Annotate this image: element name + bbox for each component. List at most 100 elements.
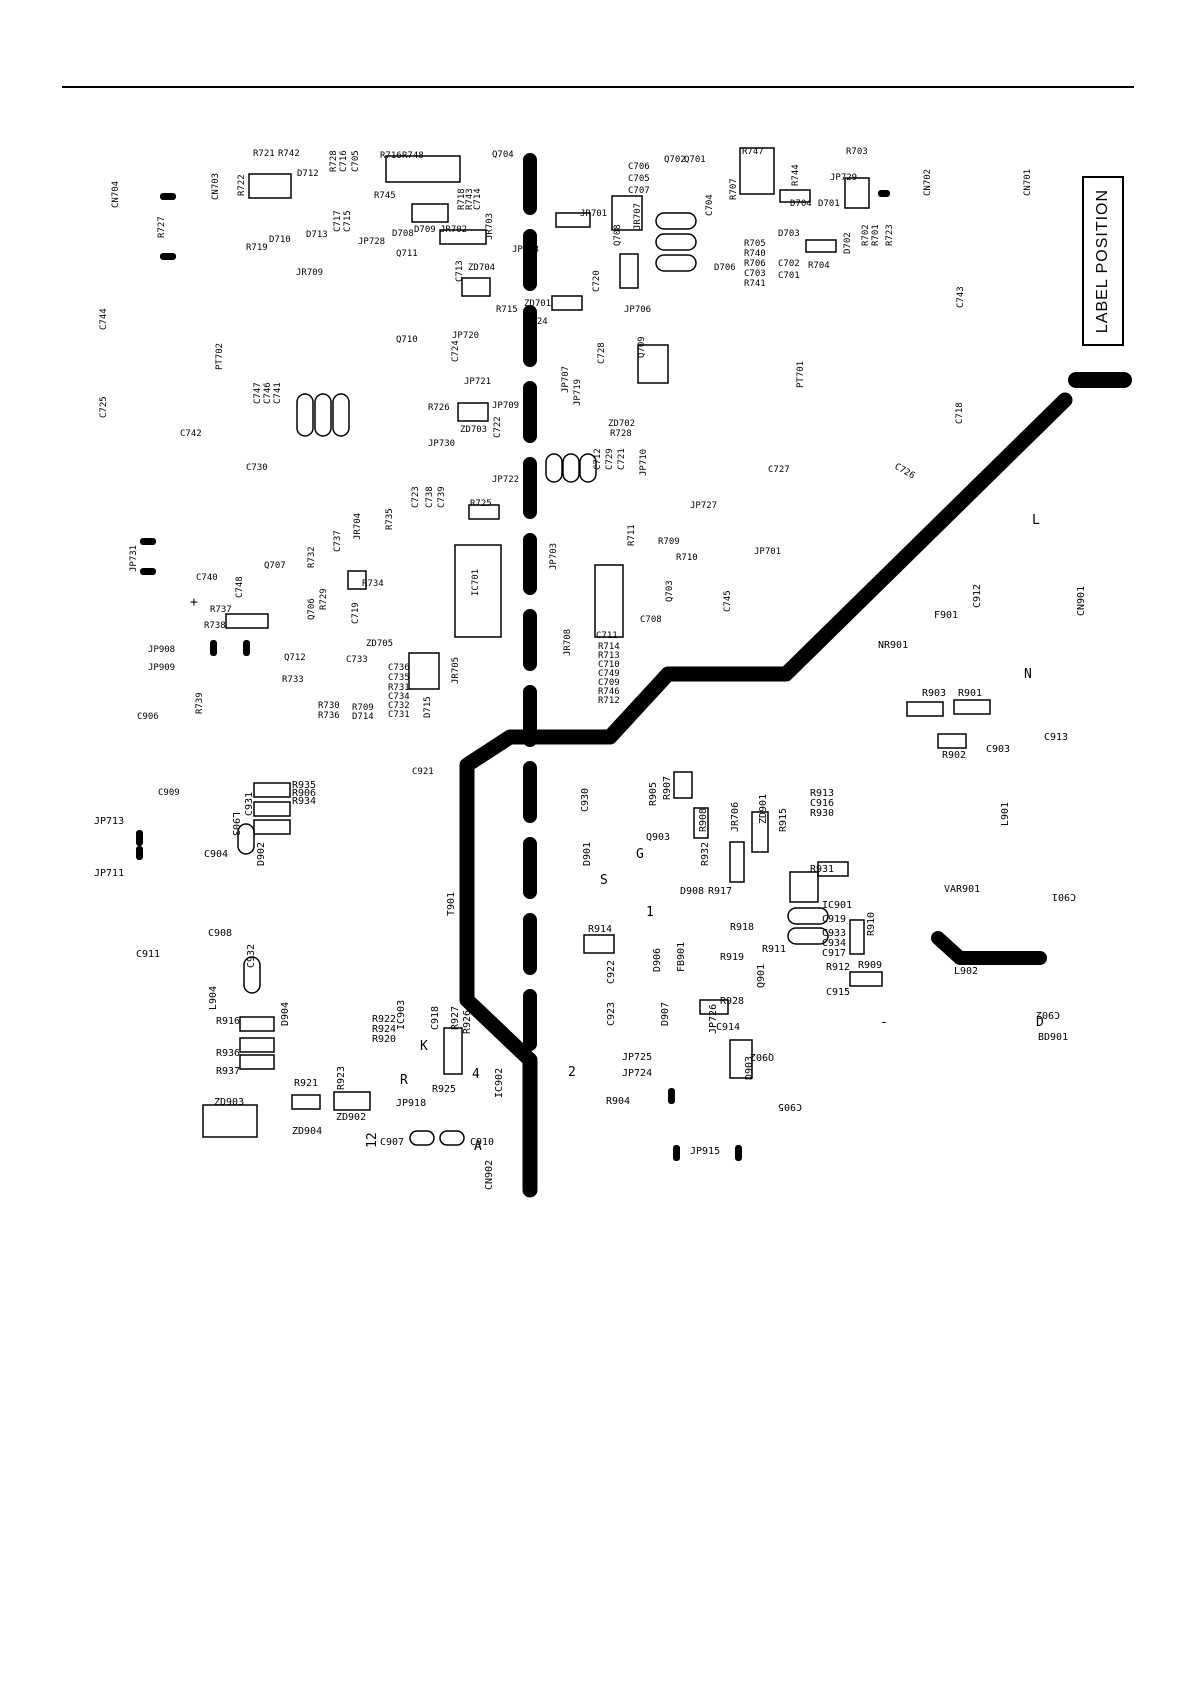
component-label-upper-135: C731	[388, 710, 410, 720]
component-label-upper-37: JP721	[464, 377, 491, 387]
component-label-upper-17: C715	[343, 210, 353, 232]
component-label-lower-32: C910	[470, 1137, 494, 1148]
component-label-lower-72: R928	[720, 996, 744, 1007]
component-label-lower-63: R914	[588, 924, 612, 935]
component-label-upper-34: Q710	[396, 335, 418, 345]
component-label-lower-77: JP724	[622, 1068, 652, 1079]
component-label-upper-32: C713	[455, 260, 465, 282]
component-label-upper-21: R745	[374, 191, 396, 201]
component-label-upper-79: R704	[808, 261, 830, 271]
component-label-lower-90: L901	[1000, 802, 1011, 826]
component-label-lower-61: R909	[858, 960, 882, 971]
component-label-upper-23: D709	[414, 225, 436, 235]
component-labels-lower: JP713JP711C931R935R906R934C904L903D902C9…	[94, 584, 1087, 1190]
component-label-lower-9: C908	[208, 928, 232, 939]
component-label-lower-92: C901	[1052, 891, 1076, 902]
component-label-lower-17: ZD903	[214, 1097, 244, 1108]
component-label-upper-137: JR705	[451, 657, 461, 684]
component-label-lower-7: L903	[230, 812, 241, 836]
component-label-upper-25: Q711	[396, 249, 418, 259]
component-label-upper-49: JP706	[624, 305, 651, 315]
component-label-lower-79: C905	[778, 1101, 802, 1112]
component-label-upper-48: R724	[526, 317, 548, 327]
component-label-lower-16: R937	[216, 1066, 240, 1077]
component-label-upper-5: R721	[253, 149, 275, 159]
component-label-lower-91: VAR901	[944, 884, 980, 895]
component-label-lower-85: R903	[922, 688, 946, 699]
component-label-upper-157: R739	[195, 692, 205, 714]
component-label-upper-52: C728	[597, 342, 607, 364]
component-label-lower-81: F901	[934, 610, 958, 621]
component-label-upper-41: JP730	[428, 439, 455, 449]
component-label-upper-114: R729	[319, 588, 329, 610]
board-mark-0: L	[1032, 513, 1040, 528]
component-label-upper-109: C740	[196, 573, 218, 583]
component-label-lower-8: D902	[256, 842, 267, 866]
component-label-lower-87: R902	[942, 750, 966, 761]
component-label-lower-69: D907	[660, 1002, 671, 1026]
component-label-lower-94: C902	[1036, 1009, 1060, 1020]
component-label-upper-149: C710	[598, 660, 620, 670]
component-label-upper-143: R710	[676, 553, 698, 563]
component-label-lower-38: R905	[648, 782, 659, 806]
component-label-upper-78: C701	[778, 271, 800, 281]
component-label-upper-148: R713	[598, 651, 620, 661]
isolation-trace	[459, 153, 1132, 1198]
component-label-upper-81: D704	[790, 199, 812, 209]
component-label-lower-19: R921	[294, 1078, 318, 1089]
component-label-lower-3: R935	[292, 780, 316, 791]
component-label-upper-6: R742	[278, 149, 300, 159]
component-label-upper-12: JR709	[296, 268, 323, 278]
component-label-lower-4: R906	[292, 788, 316, 799]
component-label-upper-147: R714	[598, 642, 620, 652]
component-label-lower-28: R926	[462, 1010, 473, 1034]
board-mark-6: G	[636, 847, 644, 862]
component-label-upper-134: C732	[388, 701, 410, 711]
component-label-upper-133: C734	[388, 692, 410, 702]
component-label-lower-58: R918	[730, 922, 754, 933]
component-label-lower-46: R930	[810, 808, 834, 819]
board-mark-12: K	[420, 1039, 428, 1054]
component-label-upper-58: C729	[605, 448, 615, 470]
component-label-lower-12: L904	[208, 986, 219, 1010]
component-label-lower-78: R904	[606, 1096, 630, 1107]
header-rule	[62, 86, 1134, 88]
component-label-lower-10: C911	[136, 949, 160, 960]
component-label-upper-73: R741	[744, 279, 766, 289]
component-label-upper-76: D703	[778, 229, 800, 239]
component-label-upper-30: JR703	[485, 213, 495, 240]
component-label-upper-130: C736	[388, 663, 410, 673]
component-label-upper-129: D714	[352, 712, 374, 722]
component-label-lower-44: R913	[810, 788, 834, 799]
component-label-upper-47: Q708	[613, 224, 623, 246]
component-label-upper-51: JP719	[573, 379, 583, 406]
component-label-upper-7: R722	[237, 174, 247, 196]
component-label-lower-74: Q902	[750, 1051, 774, 1062]
component-label-upper-88: CN702	[923, 169, 933, 196]
component-label-upper-93: C727	[768, 465, 790, 475]
component-label-lower-76: JP725	[622, 1052, 652, 1063]
component-label-upper-91: PT701	[796, 361, 806, 388]
component-label-upper-3: C725	[99, 396, 109, 418]
component-label-upper-46: C720	[592, 270, 602, 292]
component-label-upper-156: C745	[723, 590, 733, 612]
component-label-upper-151: C709	[598, 678, 620, 688]
component-label-upper-113: C737	[333, 530, 343, 552]
component-label-lower-54: C933	[822, 928, 846, 939]
component-label-upper-85: R702	[861, 224, 871, 246]
component-label-upper-90: C743	[956, 286, 966, 308]
component-label-upper-27: R718	[457, 188, 467, 210]
component-label-upper-11: D713	[306, 230, 328, 240]
component-label-lower-22: R922	[372, 1014, 396, 1025]
component-label-upper-14: C716	[339, 150, 349, 172]
component-label-upper-150: C749	[598, 669, 620, 679]
component-label-upper-120: R738	[204, 621, 226, 631]
component-label-upper-82: D701	[818, 199, 840, 209]
component-label-upper-111: Q707	[264, 561, 286, 571]
component-label-upper-65: Q701	[684, 155, 706, 165]
component-label-lower-39: R907	[662, 776, 673, 800]
component-label-upper-99: C742	[180, 429, 202, 439]
component-label-upper-124: R733	[282, 675, 304, 685]
component-label-upper-63: JR707	[633, 203, 643, 230]
component-label-upper-141: R711	[627, 524, 637, 546]
